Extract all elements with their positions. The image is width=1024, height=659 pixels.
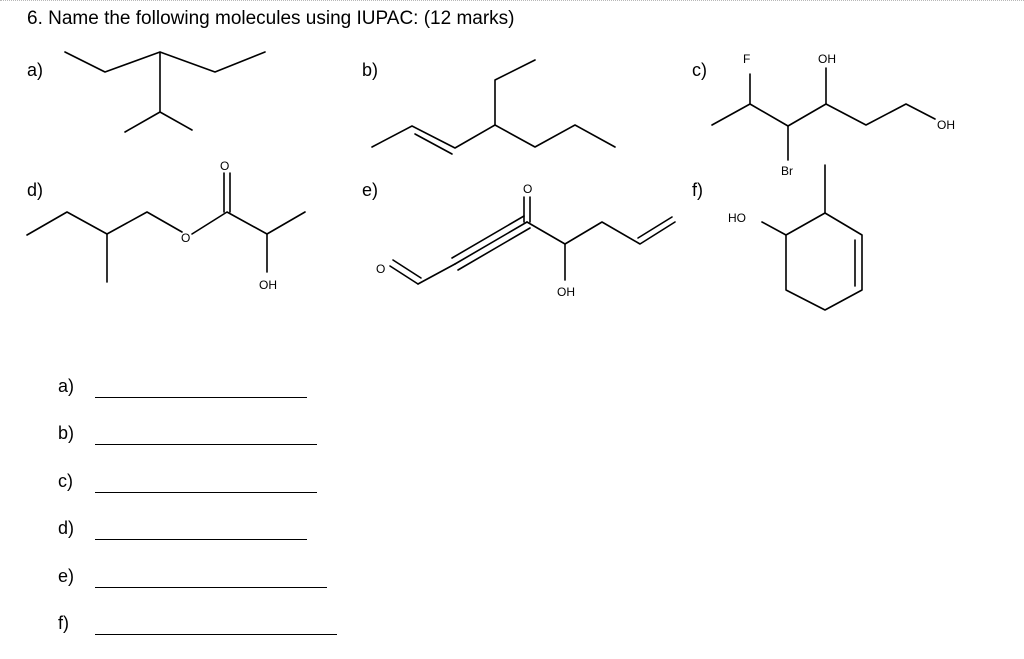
answer-label-a: a) <box>58 376 75 396</box>
answer-label-c: c) <box>58 471 73 491</box>
answer-blank-c[interactable] <box>95 492 317 493</box>
answer-blank-b[interactable] <box>95 444 317 445</box>
e-hydroxyl-label: OH <box>557 285 575 299</box>
d-carbonyl-oxygen-label: O <box>220 159 229 173</box>
structure-d-label: d) <box>27 180 44 200</box>
f-hydroxyl-label: HO <box>728 211 746 225</box>
structure-c-label: c) <box>692 60 707 80</box>
structure-a-label: a) <box>27 60 44 80</box>
c-hydroxyl-end-label: OH <box>937 118 955 132</box>
answer-blank-a[interactable] <box>95 397 307 398</box>
structure-b-label: b) <box>362 60 379 80</box>
structure-e-label: e) <box>362 180 379 200</box>
answer-blank-d[interactable] <box>95 539 307 540</box>
c-bromine-label: Br <box>781 164 793 178</box>
question-title: 6. Name the following molecules using IU… <box>27 8 515 29</box>
answer-label-f: f) <box>58 613 69 633</box>
c-fluorine-label: F <box>743 52 750 66</box>
answer-blank-f[interactable] <box>95 634 337 635</box>
e-aldehyde-oxygen-label: O <box>376 262 385 276</box>
answer-label-e: e) <box>58 566 75 586</box>
answer-label-b: b) <box>58 423 75 443</box>
answer-blank-e[interactable] <box>95 587 327 588</box>
d-hydroxyl-label: OH <box>259 278 277 292</box>
structure-f-label: f) <box>692 180 703 200</box>
c-hydroxyl-top-label: OH <box>818 52 836 66</box>
page-top-border <box>0 0 1024 1</box>
answer-label-d: d) <box>58 518 75 538</box>
d-ester-oxygen-label: O <box>181 231 190 245</box>
e-carbonyl-oxygen-label: O <box>523 182 532 196</box>
